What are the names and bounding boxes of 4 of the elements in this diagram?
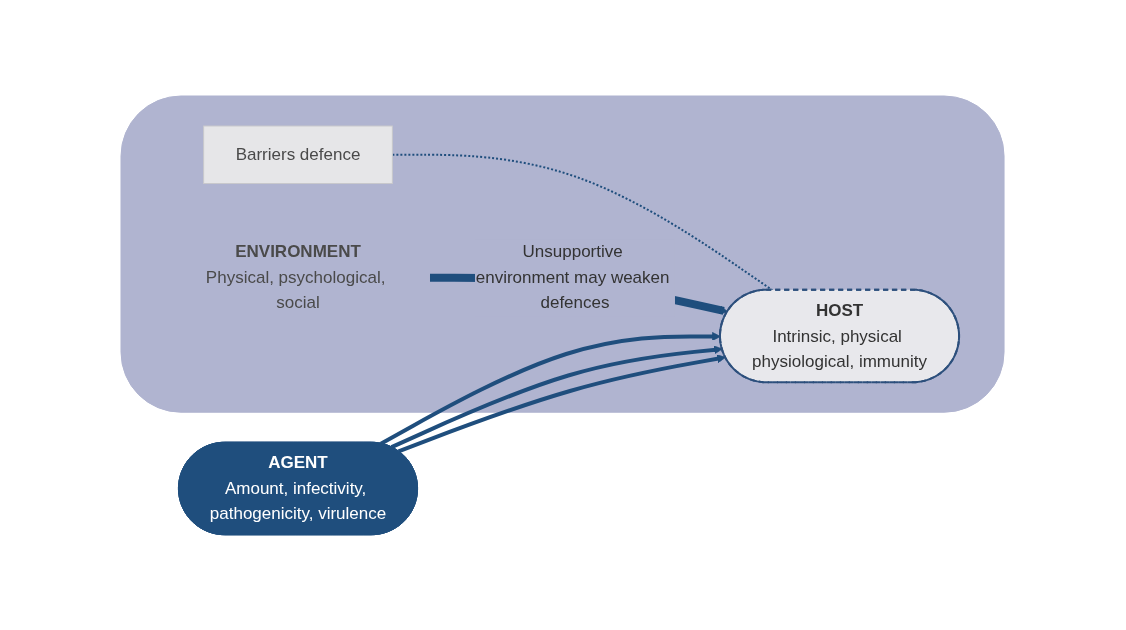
node-text: ENVIRONMENT Physical, psychological, social xyxy=(206,242,386,313)
node-box: Barriers defence xyxy=(203,125,394,184)
cluster xyxy=(121,95,1005,413)
edge-label: Unsupportive environment may weaken defences xyxy=(476,242,670,313)
